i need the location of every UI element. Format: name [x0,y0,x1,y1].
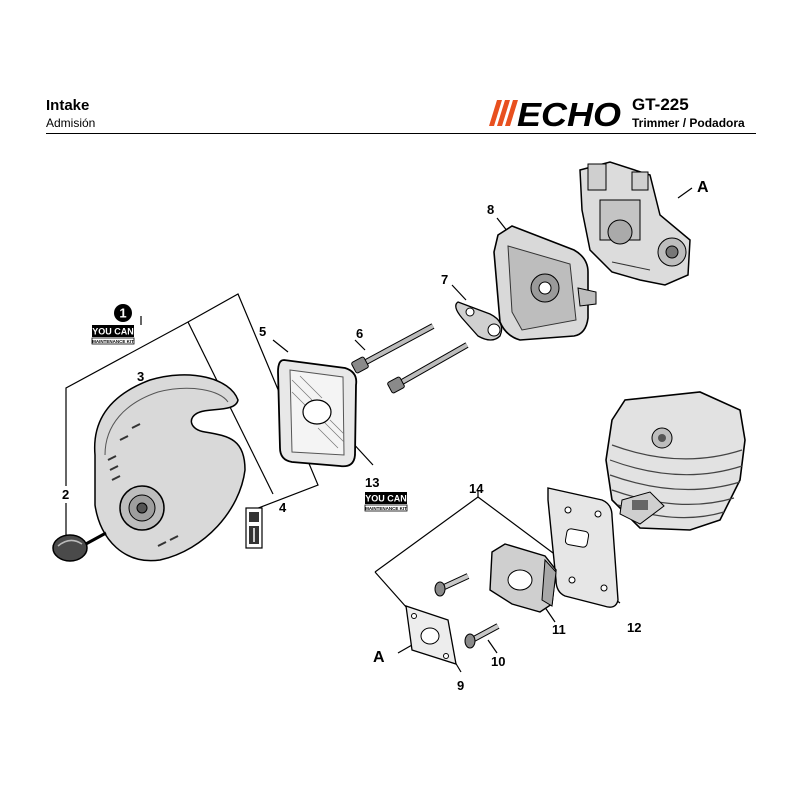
model-description: Trimmer / Podadora [632,116,745,130]
long-bolts [351,323,469,394]
callout-7: 7 [441,272,448,287]
cylinder-gasket [547,487,619,608]
callout-1: 1 [119,306,126,321]
filter-bracket [455,301,503,341]
maintenance-kit-badge-top: 1 YOU CAN MAINTENANCE KIT [91,304,135,345]
model-number: GT-225 [632,95,689,114]
callout-12: 12 [627,620,641,635]
insulator [489,543,557,613]
choke-label [245,507,263,549]
callout-8: 8 [487,202,494,217]
header-rule [46,133,756,134]
insulator-screws [434,573,500,649]
callout-labels: 2 3 4 5 6 7 8 9 10 11 12 13 14 A A [62,179,709,693]
callout-9: 9 [457,678,464,693]
kit-bottom-line-2: MAINTENANCE KIT [365,506,407,511]
section-title: Intake [46,97,90,114]
maintenance-kit-badge-filter: YOU CAN MAINTENANCE KIT [364,492,408,512]
callout-14: 14 [469,481,484,496]
callout-10: 10 [491,654,505,669]
cylinder [605,391,746,531]
kit-top-line: YOU CAN [92,327,134,337]
air-filter [277,359,358,468]
callout-5: 5 [259,324,266,339]
kit-top-line-2: YOU CAN [365,494,407,504]
echo-logo: ECHO [489,96,621,130]
callout-11: 11 [552,622,566,637]
air-cleaner-cover [93,374,246,562]
kit-bottom-line: MAINTENANCE KIT [92,339,134,344]
callout-6: 6 [356,326,363,341]
section-subtitle: Admisión [46,116,96,130]
insulator-gasket [405,605,457,665]
reference-a-top: A [697,179,709,196]
callout-3: 3 [137,369,144,384]
carburetor [579,161,691,286]
reference-a-bottom: A [373,649,385,666]
cover-knob [52,531,107,562]
brand-wordmark: ECHO [517,96,621,130]
brand-stripes [489,100,518,126]
callout-2: 2 [62,487,69,502]
callout-4: 4 [279,500,287,515]
air-cleaner-case [493,225,597,341]
callout-13: 13 [365,475,379,490]
